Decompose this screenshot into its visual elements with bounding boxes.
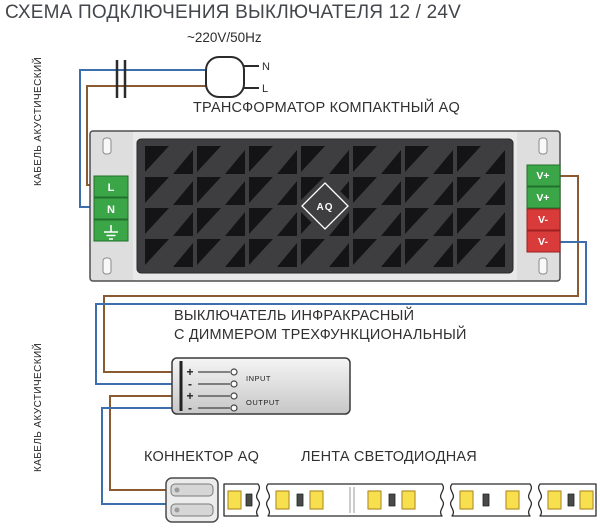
mains-live-label: L (262, 83, 268, 95)
aq-logo-text: AQ (317, 202, 334, 213)
terminal-vminus-1 (526, 208, 561, 231)
wires (79, 69, 587, 505)
terminal-vplus-1-label: V+ (536, 170, 549, 182)
screw-slot (538, 257, 548, 275)
switch-terminal-sign-3: + (186, 389, 193, 403)
mains-voltage-label: ~220V/50Hz (187, 30, 262, 45)
connector-body (165, 477, 219, 523)
dc-terminal-block (526, 164, 561, 253)
transformer-label: ТРАНСФОРМАТОР КОМПАКТНЫЙ AQ (193, 100, 460, 116)
led-chip (227, 490, 242, 510)
terminal-vplus-2-label: V+ (536, 192, 549, 204)
cable-label-bottom: КАБЕЛЬ АКУСТИЧЕСКИЙ (33, 342, 44, 472)
resistor-chips (245, 493, 575, 507)
resistor-chip (245, 493, 253, 507)
output-minus-wire (101, 407, 180, 505)
output-plus-wire (109, 395, 180, 491)
terminal-vminus-2-label: V- (538, 236, 548, 248)
switch-input-label: INPUT (246, 374, 271, 383)
led-strip-label: ЛЕНТА СВЕТОДИОДНАЯ (301, 449, 477, 465)
terminal-vminus-1-label: V- (538, 214, 548, 226)
led-strip-segment (265, 483, 445, 517)
switch-terminal-sign-2: - (188, 377, 192, 391)
resistor-chip (482, 493, 490, 507)
mains-neutral-wire (79, 69, 214, 208)
led-chip (275, 490, 290, 510)
ac-terminal-block (93, 175, 129, 242)
cable-break-symbol (115, 60, 127, 98)
screw-slot (102, 137, 112, 155)
led-chips (227, 490, 594, 510)
resistor-chip (567, 493, 575, 507)
led-chip (309, 490, 324, 510)
led-chip (367, 490, 382, 510)
switch-terminal-rows (198, 368, 238, 412)
terminal-vminus-2 (526, 230, 561, 253)
connector-label: КОННЕКТОР AQ (144, 449, 260, 465)
mains-neutral-label: N (262, 61, 270, 73)
diagram-title: СХЕМА ПОДКЛЮЧЕНИЯ ВЫКЛЮЧАТЕЛЯ 12 / 24V (5, 2, 462, 23)
terminal-l-label: L (108, 182, 115, 194)
dc-plus-wire (103, 175, 579, 373)
terminal-l (93, 175, 129, 198)
switch-label-line2: С ДИММЕРОМ ТРЕХФУНКЦИОНАЛЬНЫЙ (174, 327, 467, 343)
terminal-vplus-2 (526, 186, 561, 209)
led-strip (223, 483, 597, 517)
screw-slot (102, 257, 112, 275)
screw-slot (538, 137, 548, 155)
cable-label-top: КАБЕЛЬ АКУСТИЧЕСКИЙ (33, 56, 44, 186)
led-chip (459, 490, 474, 510)
solder-pad-lines (349, 487, 355, 513)
led-chip (401, 490, 416, 510)
terminal-n-label: N (107, 204, 115, 216)
dc-minus-wire (95, 241, 587, 385)
power-plug-icon: N L (205, 56, 270, 98)
switch-output-label: OUTPUT (246, 398, 280, 407)
transformer-body: AQ L N V+ V+ (89, 130, 561, 282)
led-chip (579, 490, 594, 510)
resistor-chip (296, 493, 304, 507)
led-chip (547, 490, 562, 510)
earth-ground-icon (104, 225, 118, 240)
resistor-chip (388, 493, 396, 507)
switch-terminal-sign-1: + (186, 365, 193, 379)
terminal-vplus-1 (526, 164, 561, 187)
terminal-n (93, 197, 129, 220)
aq-logo: AQ (295, 176, 355, 236)
led-chip (505, 490, 520, 510)
switch-label-line1: ВЫКЛЮЧАТЕЛЬ ИНФРАКРАСНЫЙ (174, 308, 415, 324)
ir-switch-body: + - + - INPUT OUTPUT (171, 357, 351, 415)
switch-terminal-sign-4: - (188, 401, 192, 415)
